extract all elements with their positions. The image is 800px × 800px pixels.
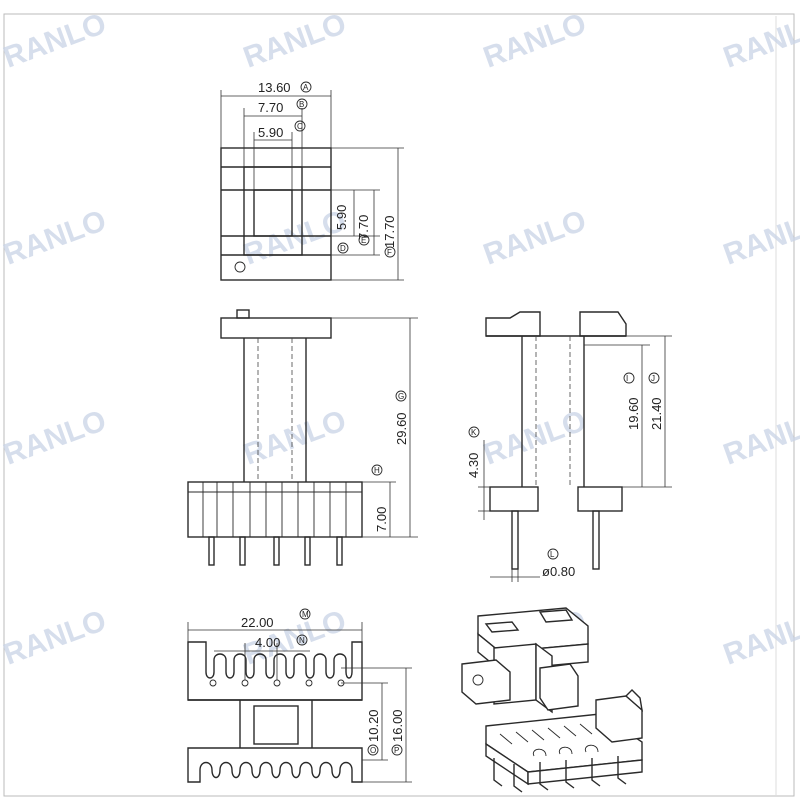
top-view-outline — [220, 147, 332, 281]
marker-p: P — [394, 746, 399, 755]
marker-o: O — [370, 746, 376, 755]
marker-d: D — [340, 244, 346, 253]
top-view-center-leg — [243, 166, 303, 256]
dim-7-70: 7.70 — [258, 100, 283, 115]
marker-a: A — [303, 83, 309, 92]
dim-13-60: 13.60 — [258, 80, 291, 95]
page-frame — [3, 13, 795, 797]
watermark: RANLO — [479, 204, 591, 271]
marker-b: B — [299, 100, 304, 109]
watermark: RANLO — [479, 7, 591, 74]
bottom-top-comb — [187, 641, 363, 701]
front-view: 29.60 G 7.00 H — [187, 309, 418, 566]
side-right-foot — [577, 486, 623, 512]
marker-n: N — [299, 636, 305, 645]
watermark: RANLO — [239, 404, 351, 471]
dim-29-60: 29.60 — [394, 412, 409, 445]
watermark: RANLO — [0, 7, 111, 74]
watermark: RANLO — [719, 7, 800, 74]
isometric-view — [461, 607, 644, 793]
marker-e: E — [361, 236, 366, 245]
marker-h: H — [374, 466, 380, 475]
bottom-window — [253, 705, 299, 745]
watermark: RANLO — [719, 204, 800, 271]
dim-pin-dia: ø0.80 — [542, 564, 575, 579]
top-view-hole — [234, 261, 246, 273]
marker-c: C — [297, 122, 303, 131]
side-left-foot — [489, 486, 539, 512]
dim-v-5-90: 5.90 — [334, 205, 349, 230]
bottom-view: 22.00 M 4.00 N 10.20 O 16.00 P — [187, 608, 412, 783]
marker-g: G — [398, 392, 404, 401]
watermark: RANLO — [0, 404, 111, 471]
dim-v-7-70: 7.70 — [356, 215, 371, 240]
watermark: RANLO — [479, 404, 591, 471]
top-view-window — [253, 189, 293, 237]
marker-k: K — [471, 428, 477, 437]
dim-19-60: 19.60 — [626, 397, 641, 430]
dim-4-30: 4.30 — [466, 453, 481, 478]
dim-5-90: 5.90 — [258, 125, 283, 140]
dim-16-00: 16.00 — [390, 709, 405, 742]
marker-l: L — [550, 550, 555, 559]
dim-7-00: 7.00 — [374, 507, 389, 532]
marker-f: F — [387, 248, 392, 257]
dim-22-00: 22.00 — [241, 615, 274, 630]
watermark: RANLO — [719, 404, 800, 471]
marker-j: J — [651, 374, 655, 383]
watermark: RANLO — [239, 7, 351, 74]
dim-10-20: 10.20 — [366, 709, 381, 742]
watermark: RANLO — [0, 604, 111, 671]
top-view: 13.60 A 7.70 B 5.90 C 5.90 7.70 17.70 D … — [220, 80, 404, 281]
dim-4-00: 4.00 — [255, 635, 280, 650]
marker-i: I — [626, 374, 628, 383]
dim-21-40: 21.40 — [649, 397, 664, 430]
front-base — [187, 481, 363, 538]
marker-m: M — [302, 610, 309, 619]
watermark-layer: RANLO RANLO RANLO RANLO RANLO RANLO RANL… — [0, 7, 800, 671]
bottom-lower-comb — [187, 747, 363, 783]
side-view: 19.60 I 21.40 J 4.30 K ø0.80 L — [466, 311, 672, 582]
dim-v-17-70: 17.70 — [382, 215, 397, 248]
front-top-flange — [220, 317, 332, 339]
watermark: RANLO — [0, 204, 111, 271]
watermark: RANLO — [719, 604, 800, 671]
